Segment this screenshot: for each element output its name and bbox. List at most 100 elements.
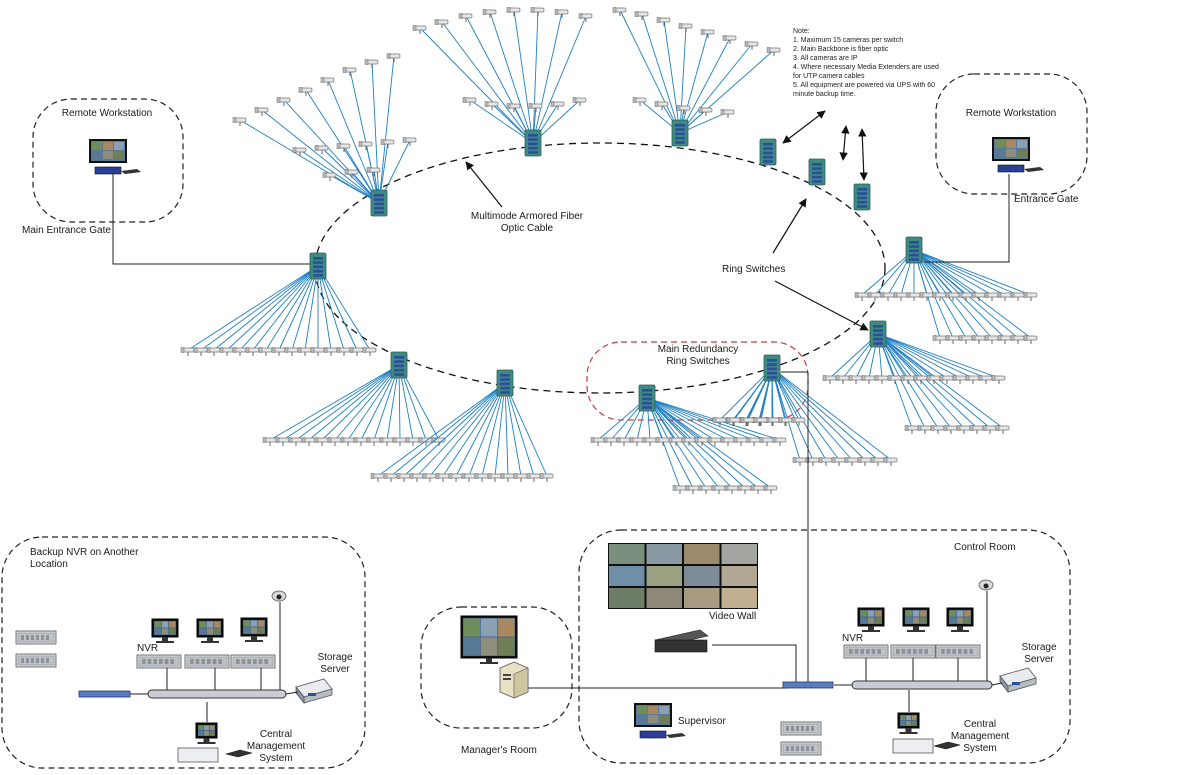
camera — [298, 87, 313, 96]
camera — [379, 437, 394, 446]
camera — [434, 19, 449, 28]
nvr-monitor — [857, 607, 885, 632]
managers-room-zone — [420, 606, 573, 729]
camera — [258, 347, 273, 356]
camera — [887, 375, 902, 384]
camera — [906, 292, 921, 301]
camera — [474, 473, 489, 482]
camera — [945, 335, 960, 344]
camera — [971, 292, 986, 301]
camera — [380, 139, 395, 148]
camera — [997, 292, 1012, 301]
managers-room-label: Manager's Room — [461, 745, 537, 756]
camera — [386, 53, 401, 62]
camera — [726, 417, 741, 426]
camera — [530, 7, 545, 16]
camera — [284, 347, 299, 356]
link-entrance-gate — [924, 174, 1010, 263]
camera-group-bottom-2 — [370, 382, 554, 482]
backup-network-switch — [147, 689, 287, 699]
camera — [412, 25, 427, 34]
fiber-ring — [314, 142, 886, 394]
camera — [707, 437, 722, 446]
nvr-monitor — [240, 617, 268, 642]
notes-block: Note: 1. Maximum 15 cameras per switch 2… — [793, 27, 943, 99]
camera — [539, 473, 554, 482]
camera — [364, 59, 379, 68]
camera — [314, 437, 329, 446]
note-5: 5. All equipment are powered via UPS wit… — [793, 82, 936, 98]
storage-right-label: Storage Server — [1021, 642, 1057, 665]
camera — [919, 292, 934, 301]
entrance-gate-label: Entrance Gate — [1014, 194, 1079, 205]
camera — [180, 347, 195, 356]
storage-server-left — [295, 678, 333, 705]
camera — [969, 425, 984, 434]
camera — [323, 347, 338, 356]
control-room-zone — [578, 529, 1071, 764]
camera — [301, 437, 316, 446]
camera — [1010, 335, 1025, 344]
ring-switches-label: Ring Switches — [722, 264, 786, 275]
backup-rack-unit — [15, 653, 57, 668]
camera — [724, 485, 739, 494]
camera — [956, 425, 971, 434]
camera — [528, 103, 543, 112]
nvr-unit — [843, 644, 889, 659]
remote-workstation-right — [992, 137, 1044, 173]
camera — [487, 473, 502, 482]
camera — [422, 473, 437, 482]
control-rack-unit — [780, 741, 822, 756]
camera — [698, 107, 713, 116]
camera — [336, 143, 351, 152]
cms-server-right — [892, 738, 934, 754]
camera — [655, 437, 670, 446]
camera — [513, 473, 528, 482]
ring-switch — [759, 138, 777, 166]
link-video-wall — [712, 644, 797, 682]
camera — [965, 375, 980, 384]
camera — [245, 347, 260, 356]
camera — [854, 292, 869, 301]
camera — [370, 473, 385, 482]
camera — [984, 335, 999, 344]
camera — [848, 375, 863, 384]
camera — [320, 77, 335, 86]
cms-right-label: Central Management System — [950, 719, 1010, 754]
camera — [353, 437, 368, 446]
supervisor-workstation — [634, 703, 686, 739]
cms-left-label: Central Management System — [246, 729, 306, 764]
camera — [772, 437, 787, 446]
camera — [1023, 335, 1038, 344]
note-arrow — [782, 110, 826, 144]
camera — [292, 147, 307, 156]
camera — [744, 41, 759, 50]
camera — [720, 437, 735, 446]
nvr-unit — [890, 644, 936, 659]
camera — [232, 347, 247, 356]
nvr-unit — [184, 654, 230, 669]
storage-link — [991, 682, 1003, 686]
ring-switch — [390, 351, 408, 379]
camera — [857, 457, 872, 466]
camera — [435, 473, 450, 482]
zone-label-remote-left: Remote Workstation — [61, 108, 153, 119]
camera — [276, 97, 291, 106]
camera — [750, 485, 765, 494]
camera — [349, 347, 364, 356]
control-room-label: Control Room — [954, 542, 1016, 553]
camera — [893, 292, 908, 301]
storage-left-label: Storage Server — [317, 652, 353, 675]
camera — [995, 425, 1010, 434]
ring-switch — [671, 119, 689, 147]
ring-switch — [524, 129, 542, 157]
camera — [322, 172, 337, 181]
camera — [943, 425, 958, 434]
camera — [932, 292, 947, 301]
camera-group-bottom-1 — [262, 364, 446, 446]
camera — [314, 145, 329, 154]
camera — [720, 109, 735, 118]
note-4: 4. Where necessary Media Extenders are u… — [793, 64, 939, 80]
control-network-switch — [851, 680, 993, 690]
